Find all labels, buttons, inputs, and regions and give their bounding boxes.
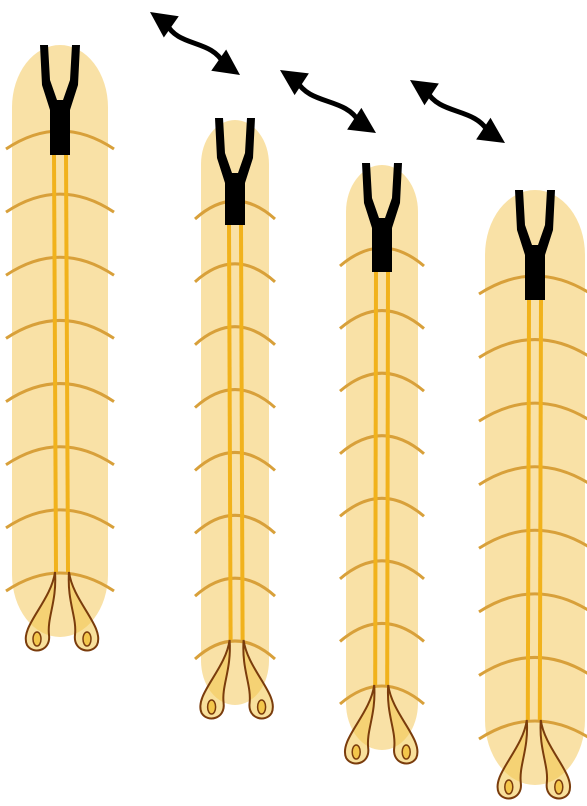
cercus-spot (402, 745, 410, 759)
cercus-spot (505, 780, 513, 794)
nerve-cord (229, 225, 231, 640)
cercus-spot (83, 632, 91, 646)
nerve-cord (528, 300, 529, 720)
cercus-spot (555, 780, 563, 794)
nerve-cord (375, 272, 376, 685)
nerve-cord (54, 155, 56, 572)
larva-1 (6, 45, 114, 650)
cercus-spot (352, 745, 360, 759)
larva-3 (340, 163, 424, 763)
nerve-cord (241, 225, 243, 640)
cercus-spot (258, 700, 266, 714)
nerve-cord (540, 300, 541, 720)
larva-4 (479, 190, 587, 798)
cercus-spot (33, 632, 41, 646)
nerve-cord (387, 272, 388, 685)
cercus-spot (208, 700, 216, 714)
nerve-cord (66, 155, 68, 572)
larva-2 (195, 118, 275, 718)
